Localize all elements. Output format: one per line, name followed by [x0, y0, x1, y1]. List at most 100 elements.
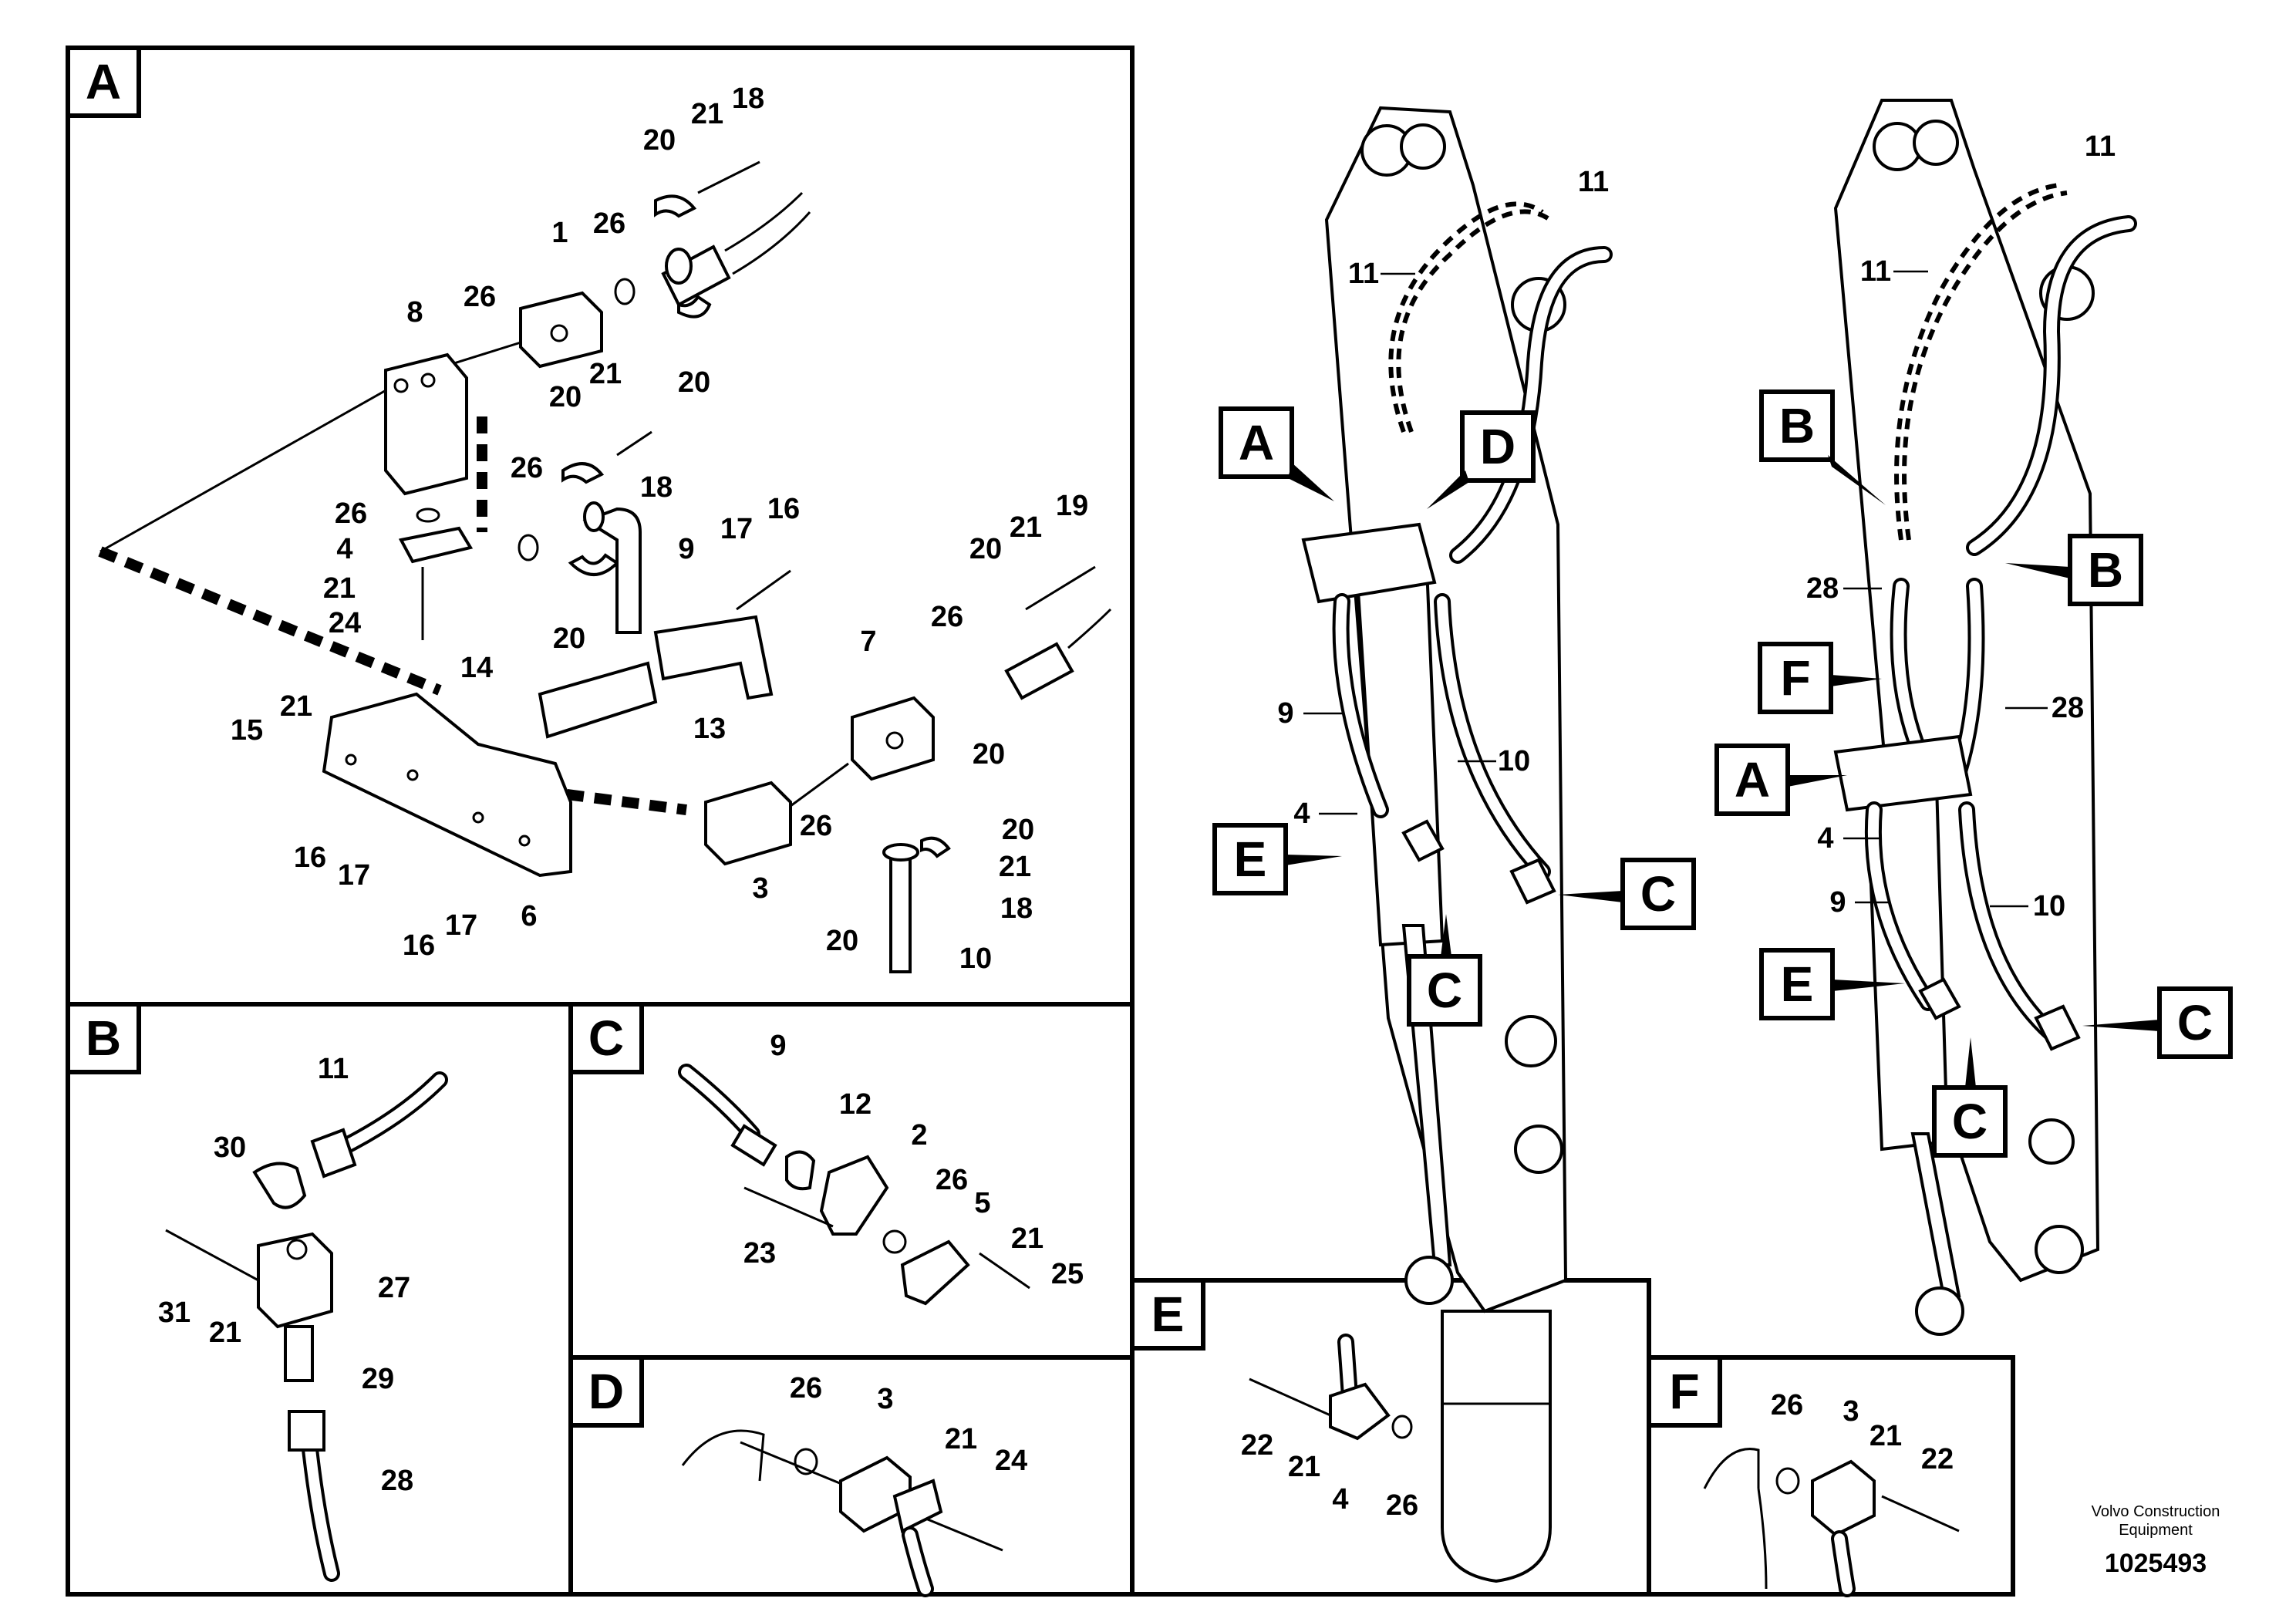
callout-a-20b: 20: [678, 366, 710, 399]
callout-a-21b: 21: [589, 358, 622, 390]
callout-a-26: 26: [593, 207, 625, 240]
callout-a-3: 3: [752, 872, 768, 905]
callout-a-18: 18: [732, 83, 764, 115]
callout-a-21f: 21: [999, 851, 1031, 883]
callout-c-5: 5: [974, 1187, 990, 1219]
callout-a-1: 1: [551, 217, 568, 249]
callout-a-21d: 21: [1010, 511, 1042, 544]
callout-d-26: 26: [790, 1372, 822, 1404]
panel-e-tag: E: [1151, 1286, 1185, 1342]
callout-a-19: 19: [1056, 490, 1088, 522]
callout-right-11a: 11: [2085, 130, 2116, 163]
callout-a-21c: 21: [323, 572, 356, 605]
callout-right-10: 10: [2033, 890, 2065, 922]
callout-left-10: 10: [1498, 745, 1530, 777]
callout-right-28b: 28: [2052, 692, 2084, 724]
callout-f-26: 26: [1771, 1389, 1803, 1421]
callout-a-15: 15: [231, 714, 263, 747]
callout-a-14: 14: [460, 652, 493, 684]
callout-a-17: 17: [720, 513, 753, 545]
callout-a-26b: 26: [464, 281, 496, 313]
callout-b-11: 11: [318, 1053, 349, 1085]
callout-f-3: 3: [1843, 1395, 1859, 1428]
panel-d-tag: D: [588, 1364, 624, 1419]
callout-a-9: 9: [678, 533, 694, 565]
callout-a-20g: 20: [826, 925, 858, 957]
marker-right-c1: C: [2177, 995, 2213, 1050]
marker-left-c2: C: [1427, 963, 1462, 1018]
callout-a-20h: 20: [973, 738, 1005, 771]
callout-c-9: 9: [770, 1030, 786, 1062]
callout-e-22: 22: [1241, 1429, 1273, 1462]
callout-b-30: 30: [214, 1131, 246, 1164]
marker-right-a: A: [1735, 752, 1770, 808]
marker-right-b1: B: [1779, 398, 1815, 454]
callout-c-23: 23: [743, 1237, 776, 1270]
callout-right-9: 9: [1829, 886, 1846, 919]
callout-b-21: 21: [209, 1317, 241, 1349]
panel-b-tag: B: [86, 1010, 121, 1066]
callout-a-26c: 26: [511, 452, 543, 484]
marker-right-e: E: [1781, 956, 1814, 1012]
callout-c-21: 21: [1011, 1222, 1043, 1255]
callout-left-4: 4: [1293, 798, 1310, 830]
panel-a-tag: A: [86, 54, 121, 110]
callout-a-21e: 21: [280, 690, 312, 723]
callout-a-18c: 18: [1000, 892, 1033, 925]
panel-c: C 9 12 2 26 5 23 21 25: [568, 1002, 1135, 1360]
marker-left-a: A: [1239, 415, 1274, 470]
callout-c-26: 26: [936, 1164, 968, 1196]
callout-f-21: 21: [1870, 1420, 1902, 1452]
callout-a-16: 16: [767, 493, 800, 525]
callout-left-11b: 11: [1348, 258, 1379, 290]
marker-right-b2: B: [2088, 542, 2123, 598]
callout-a-4: 4: [336, 533, 352, 565]
callout-a-16b: 16: [294, 841, 326, 874]
marker-right-f: F: [1780, 650, 1810, 706]
callout-left-11a: 11: [1578, 166, 1609, 198]
callout-e-21: 21: [1288, 1451, 1320, 1483]
callout-a-20d: 20: [553, 622, 585, 655]
callout-d-3: 3: [877, 1383, 893, 1415]
callout-a-20: 20: [643, 124, 676, 157]
callout-right-28a: 28: [1806, 572, 1839, 605]
marker-right-c2: C: [1952, 1094, 1988, 1149]
callout-a-20e: 20: [969, 533, 1002, 565]
callout-d-24: 24: [995, 1445, 1027, 1477]
callout-f-22: 22: [1921, 1443, 1954, 1475]
marker-left-c1: C: [1640, 866, 1676, 922]
callout-a-26d: 26: [335, 497, 367, 530]
callout-a-20f: 20: [1002, 814, 1034, 846]
callout-a-16c: 16: [403, 929, 435, 962]
callout-b-28: 28: [381, 1465, 413, 1497]
panel-c-tag: C: [588, 1010, 624, 1066]
callout-c-2: 2: [911, 1119, 927, 1152]
callout-e-4: 4: [1332, 1483, 1348, 1516]
callout-a-20c: 20: [549, 381, 582, 413]
callout-a-17b: 17: [338, 859, 370, 892]
callout-e-26: 26: [1386, 1489, 1418, 1522]
callout-a-6: 6: [521, 900, 537, 932]
boom-right: B B F A E C C 11 11 28 28 4 9 10: [1714, 99, 2233, 1336]
marker-left-e: E: [1234, 831, 1267, 887]
panel-f-tag: F: [1669, 1364, 1699, 1419]
company-name-line2: Equipment: [2119, 1522, 2193, 1539]
panel-d: D 26 3 21 24: [568, 1355, 1135, 1597]
callout-a-8: 8: [406, 296, 423, 329]
callout-b-29: 29: [362, 1363, 394, 1395]
footer: Volvo Construction Equipment 1025493: [2092, 1503, 2220, 1578]
callout-d-21: 21: [945, 1423, 977, 1455]
callout-c-12: 12: [839, 1088, 872, 1121]
callout-a-26e: 26: [931, 601, 963, 633]
panel-f: F 26 3 21 22: [1647, 1355, 2015, 1597]
callout-a-17c: 17: [445, 909, 477, 942]
panel-a: A: [66, 46, 1135, 1007]
callout-a-13: 13: [693, 713, 726, 745]
callout-b-27: 27: [378, 1272, 410, 1304]
callout-c-25: 25: [1051, 1258, 1084, 1290]
panel-e: E 22 21 4 26: [1130, 1278, 1651, 1597]
marker-left-d: D: [1480, 419, 1515, 474]
callout-a-18b: 18: [640, 471, 673, 504]
callout-a-10: 10: [959, 943, 992, 975]
